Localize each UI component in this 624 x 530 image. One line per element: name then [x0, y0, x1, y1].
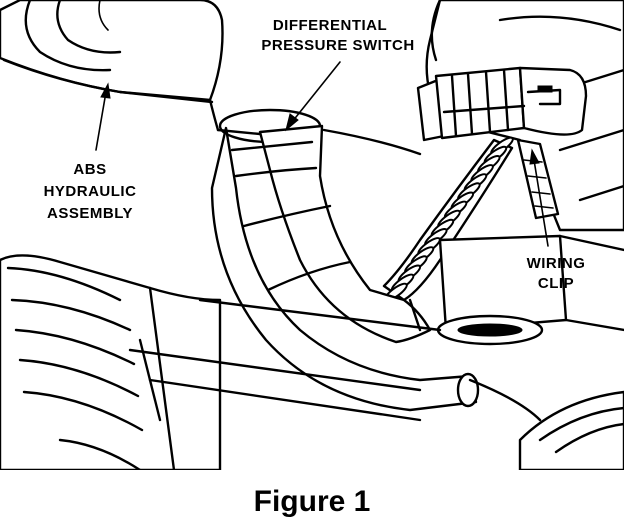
figure-caption: Figure 1 [253, 485, 371, 518]
label-line: DIFFERENTIAL [273, 17, 387, 34]
label-abs-hydraulic-assembly: ABS HYDRAULIC ASSEMBLY [44, 161, 137, 222]
label-wiring-clip: WIRING CLIP [527, 255, 586, 292]
abs-hydraulic-assembly-drawing [0, 0, 224, 132]
cylinder-base-drawing [436, 234, 624, 346]
differential-pressure-switch-drawing [416, 66, 588, 142]
pump-body-drawing [0, 254, 222, 470]
frame-lines-drawing [128, 128, 624, 470]
label-line: CLIP [538, 275, 574, 292]
label-line: WIRING [527, 255, 586, 272]
label-line: ABS [73, 161, 106, 178]
label-line: HYDRAULIC [44, 183, 137, 200]
label-line: PRESSURE SWITCH [261, 37, 414, 54]
conduit-corrugations [384, 136, 514, 302]
technical-illustration: DIFFERENTIAL PRESSURE SWITCH ABS HYDRAUL… [0, 0, 624, 470]
label-differential-pressure-switch: DIFFERENTIAL PRESSURE SWITCH [261, 17, 414, 54]
label-line: ASSEMBLY [47, 205, 133, 222]
leader-lines [95, 61, 549, 247]
